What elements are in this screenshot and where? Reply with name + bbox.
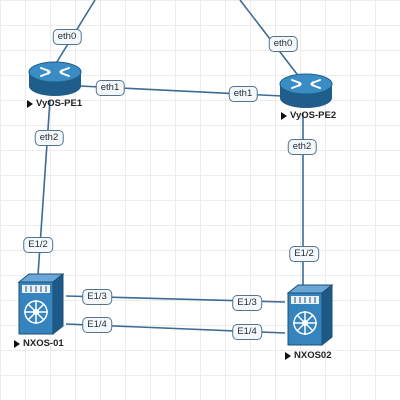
router-icon[interactable]	[278, 72, 334, 110]
node-name: NXOS-01	[23, 338, 64, 349]
node-name: NXOS02	[294, 350, 332, 361]
iface-label-nx1-e12[interactable]: E1/2	[23, 237, 53, 253]
node-label-pe2[interactable]: VyOS-PE2	[281, 110, 336, 121]
iface-label-pe2-eth2[interactable]: eth2	[287, 139, 317, 155]
iface-label-pe2-eth0[interactable]: eth0	[268, 36, 298, 52]
play-icon	[27, 99, 33, 108]
iface-label-nx2-e13[interactable]: E1/3	[232, 295, 262, 311]
iface-label-nx2-e12[interactable]: E1/2	[289, 246, 319, 262]
node-name: VyOS-PE1	[36, 98, 83, 109]
node-label-nx2[interactable]: NXOS02	[285, 350, 332, 361]
iface-label-pe1-eth0[interactable]: eth0	[52, 29, 82, 45]
router-icon[interactable]	[27, 60, 83, 98]
iface-label-pe1-eth1[interactable]: eth1	[95, 80, 125, 96]
node-name: VyOS-PE2	[290, 110, 337, 121]
iface-label-pe1-eth2[interactable]: eth2	[34, 130, 64, 146]
iface-label-nx1-e14[interactable]: E1/4	[82, 317, 112, 333]
play-icon	[285, 351, 291, 360]
node-label-nx1[interactable]: NXOS-01	[14, 338, 64, 349]
iface-label-nx1-e13[interactable]: E1/3	[82, 289, 112, 305]
play-icon	[281, 111, 287, 120]
iface-label-nx2-e14[interactable]: E1/4	[232, 324, 262, 340]
play-icon	[14, 339, 20, 348]
iface-label-pe2-eth1[interactable]: eth1	[228, 86, 258, 102]
nexus-switch-icon[interactable]	[286, 283, 334, 347]
node-label-pe1[interactable]: VyOS-PE1	[27, 98, 82, 109]
nexus-switch-icon[interactable]	[17, 272, 65, 336]
